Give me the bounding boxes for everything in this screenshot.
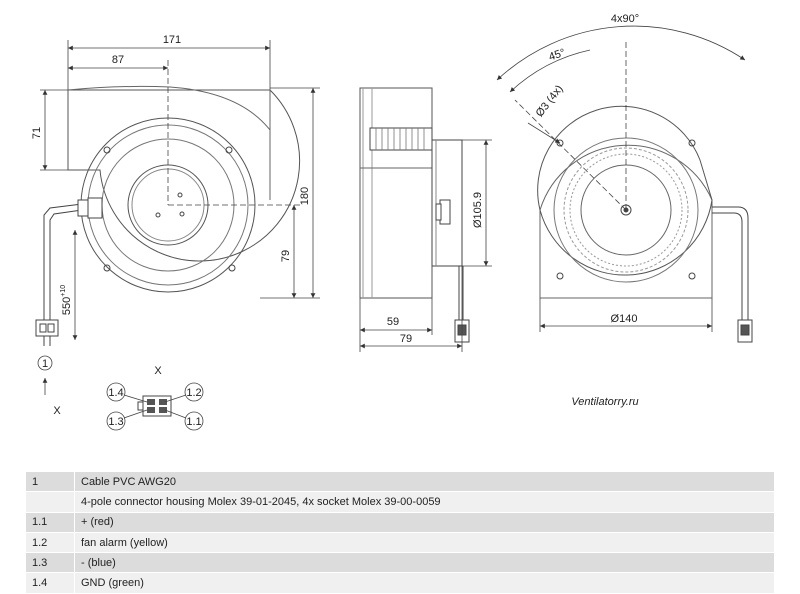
- legend-row: 1.2 fan alarm (yellow): [26, 532, 774, 554]
- legend-row: 1.4 GND (green): [26, 572, 774, 594]
- technical-drawing: 171 87 71 180 79 550+10 1 X X 1.4 1.2 1.…: [31, 13, 753, 431]
- legend-num: [26, 491, 74, 513]
- dim-side-diameter: Ø105.9: [472, 192, 484, 228]
- legend-table: 1 Cable PVC AWG20 4-pole connector housi…: [26, 472, 774, 594]
- legend-num: 1.3: [26, 552, 74, 574]
- legend-num: 1: [26, 472, 74, 493]
- rear-dimensions: [496, 25, 746, 332]
- legend-row: 1.3 - (blue): [26, 552, 774, 574]
- callout-1: 1: [37, 355, 53, 371]
- dim-87: 87: [112, 54, 124, 66]
- connector-detail: X 1.4 1.2 1.3 1.1: [106, 365, 204, 431]
- legend-num: 1.1: [26, 512, 74, 533]
- view-x-letter: X: [53, 405, 61, 417]
- dim-171: 171: [163, 34, 181, 46]
- cable-tolerance: +10: [60, 285, 67, 297]
- rear-view: [537, 105, 753, 343]
- dim-79-side: 79: [400, 333, 412, 345]
- dim-180: 180: [299, 187, 311, 205]
- side-view: [359, 87, 470, 343]
- legend-desc: 4-pole connector housing Molex 39-01-204…: [75, 491, 774, 513]
- legend-desc: + (red): [75, 512, 774, 533]
- legend-desc: - (blue): [75, 552, 774, 574]
- dim-cable-length: 550+10: [60, 285, 73, 315]
- dim-rear-angles: 4x90°: [611, 13, 639, 25]
- dim-71: 71: [31, 127, 43, 139]
- side-dimensions: [359, 139, 492, 352]
- pin-label: 1.4: [108, 387, 123, 399]
- legend-num: 1.4: [26, 572, 74, 594]
- legend-row: 1 Cable PVC AWG20: [26, 472, 774, 493]
- legend-row: 1.1 + (red): [26, 512, 774, 533]
- pin-label: 1.2: [186, 387, 201, 399]
- dim-rear-diameter: Ø140: [611, 313, 638, 325]
- dim-79-front: 79: [280, 250, 292, 262]
- dim-rear-hole: Ø3 (4x): [534, 83, 566, 119]
- pin-label: 1.3: [108, 416, 123, 428]
- legend-desc: fan alarm (yellow): [75, 532, 774, 554]
- pin-label: 1.1: [186, 416, 201, 428]
- dim-59: 59: [387, 316, 399, 328]
- legend-row: 4-pole connector housing Molex 39-01-204…: [26, 491, 774, 513]
- dim-rear-45: 45°: [547, 47, 567, 64]
- watermark: Ventilatorry.ru: [571, 396, 638, 408]
- legend-desc: Cable PVC AWG20: [75, 472, 774, 493]
- connector-view-title: X: [154, 365, 162, 377]
- legend-desc: GND (green): [75, 572, 774, 594]
- front-dimensions: [40, 40, 320, 340]
- legend-num: 1.2: [26, 532, 74, 554]
- cable-length-value: 550: [61, 297, 73, 315]
- svg-text:1: 1: [42, 358, 48, 370]
